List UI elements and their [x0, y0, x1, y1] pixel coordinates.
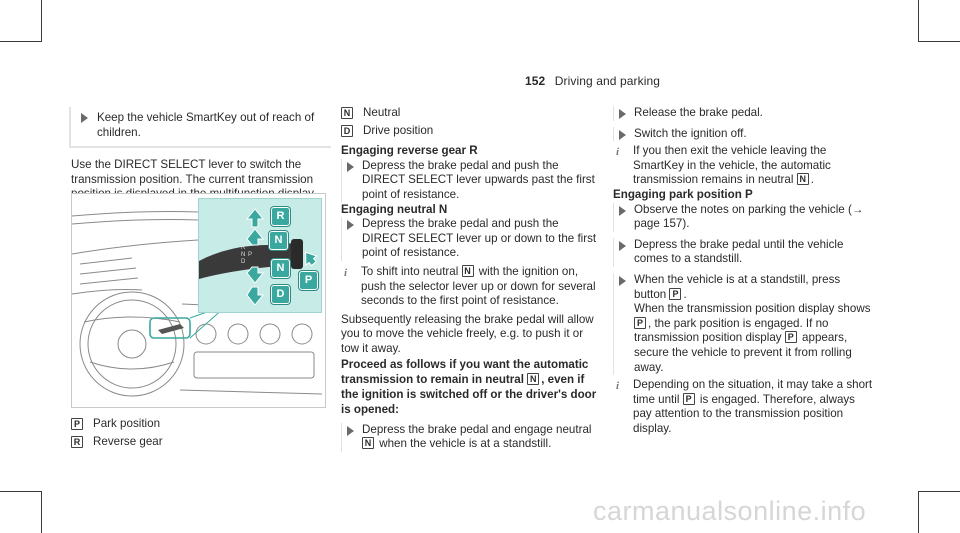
- bullet-arrow-icon: [81, 113, 88, 123]
- cockpit-illustration: R N D P R N N P D: [71, 193, 326, 408]
- crop-mark: [41, 0, 42, 42]
- section-heading: Engaging park position P: [613, 187, 753, 201]
- middle-column: N Neutral D Drive position Engaging reve…: [341, 106, 603, 452]
- instruction-step: Switch the ignition off.: [613, 126, 875, 142]
- gear-symbol: P: [634, 316, 646, 329]
- lever-label-r: R: [241, 245, 246, 251]
- crop-mark: [0, 41, 42, 42]
- bullet-arrow-icon: [347, 425, 354, 436]
- tip-text: Keep the vehicle SmartKey out of reach o…: [97, 111, 315, 139]
- step-text: Depress the brake pedal until the vehicl…: [634, 237, 844, 266]
- gear-symbol: P: [71, 418, 83, 431]
- cockpit-drawing: [72, 211, 323, 397]
- instruction-step: Depress the brake pedal until the vehicl…: [613, 237, 875, 267]
- gear-selector-panel: R N D P R N N P D: [198, 198, 322, 313]
- step-text: Switch the ignition off.: [634, 126, 747, 140]
- gear-symbol: N: [796, 173, 809, 186]
- step-text: Observe the notes on parking the vehicle…: [634, 202, 864, 231]
- lever-label-d: D: [241, 259, 246, 265]
- bullet-arrow-icon: [619, 205, 626, 216]
- info-note: i To shift into neutral N with the ignit…: [341, 264, 603, 309]
- legend-text: Reverse gear: [93, 434, 163, 448]
- section-heading: Engaging neutral N: [341, 202, 448, 216]
- note-text: If you then exit the vehicle leaving the…: [633, 144, 831, 187]
- left-column: Keep the vehicle SmartKey out of reach o…: [15, 107, 331, 202]
- crop-mark: [918, 491, 919, 533]
- lever-label-p: P: [248, 252, 253, 258]
- body-text: Subsequently releasing the brake pedal w…: [341, 312, 594, 355]
- gear-symbol: N: [527, 372, 540, 385]
- watermark: carmanualsonline.info: [593, 496, 867, 526]
- gear-badge-n-lower: N: [271, 259, 290, 278]
- info-icon: i: [616, 146, 620, 159]
- gear-symbol: P: [784, 331, 797, 344]
- instruction-step: Depress the brake pedal and push the DIR…: [341, 217, 603, 261]
- instruction-step: Observe the notes on parking the vehicle…: [613, 202, 875, 232]
- info-icon: i: [616, 380, 620, 393]
- info-note: i Depending on the situation, it may tak…: [613, 378, 875, 436]
- crop-mark: [0, 491, 42, 492]
- note-text: To shift into neutral N with the ignitio…: [361, 264, 596, 308]
- lever-drawing: [199, 208, 318, 306]
- crop-mark: [918, 41, 960, 42]
- step-text: Depress the brake pedal and push the DIR…: [362, 158, 595, 201]
- section-title: Driving and parking: [554, 74, 661, 88]
- instruction-step: Depress the brake pedal and push the DIR…: [341, 158, 603, 203]
- step-text: When the transmission position display s…: [634, 302, 871, 374]
- lever-label-n: N: [241, 252, 246, 258]
- info-note: i If you then exit the vehicle leaving t…: [613, 144, 875, 188]
- legend-item: R Reverse gear: [71, 435, 311, 450]
- step-text: Depress the brake pedal and push the DIR…: [362, 217, 597, 260]
- bullet-arrow-icon: [619, 109, 626, 119]
- bullet-arrow-icon: [347, 220, 354, 231]
- bullet-arrow-icon: [619, 129, 626, 140]
- gear-badge-r: R: [271, 207, 290, 226]
- legend-text: Neutral: [363, 106, 401, 119]
- gear-symbol: N: [341, 107, 353, 120]
- note-text: Depending on the situation, it may take …: [633, 378, 873, 435]
- section-heading: Engaging reverse gear R: [341, 144, 478, 158]
- legend-item: P Park position: [71, 417, 311, 432]
- section-heading: Proceed as follows if you want the autom…: [341, 357, 597, 416]
- left-legend: P Park position R Reverse gear: [71, 417, 311, 452]
- tip-box: Keep the vehicle SmartKey out of reach o…: [69, 107, 331, 149]
- legend-text: Park position: [93, 417, 161, 430]
- crop-mark: [918, 491, 960, 492]
- info-icon: i: [344, 266, 348, 279]
- instruction-step: Depress the brake pedal and engage neutr…: [341, 422, 603, 452]
- gear-badge-d: D: [271, 285, 290, 304]
- gear-symbol: N: [362, 437, 374, 450]
- legend-text: Drive position: [363, 123, 434, 137]
- instruction-step: When the vehicle is at a standstill, pre…: [613, 272, 875, 376]
- right-column: Release the brake pedal. Switch the igni…: [613, 106, 875, 436]
- legend-item: D Drive position: [341, 124, 603, 139]
- bullet-arrow-icon: [619, 275, 626, 286]
- crop-mark: [918, 0, 919, 42]
- gear-symbol: P: [669, 287, 682, 300]
- crop-mark: [41, 491, 42, 533]
- step-text: When the vehicle is at a standstill, pre…: [634, 272, 841, 301]
- page-number: 152: [525, 74, 546, 88]
- page-header: 152 Driving and parking: [525, 74, 660, 88]
- instruction-step: Release the brake pedal.: [613, 106, 875, 121]
- step-text: Depress the brake pedal and engage neutr…: [362, 422, 592, 451]
- gear-symbol: D: [341, 124, 353, 137]
- step-text: Release the brake pedal.: [634, 106, 763, 119]
- gear-symbol: R: [71, 435, 83, 448]
- gear-badge-p: P: [299, 271, 318, 290]
- legend-item: N Neutral: [341, 106, 603, 121]
- bullet-arrow-icon: [619, 240, 626, 251]
- bullet-arrow-icon: [347, 161, 354, 172]
- gear-badge-n-upper: N: [269, 231, 288, 250]
- gear-symbol: P: [682, 392, 695, 405]
- gear-symbol: N: [461, 264, 474, 277]
